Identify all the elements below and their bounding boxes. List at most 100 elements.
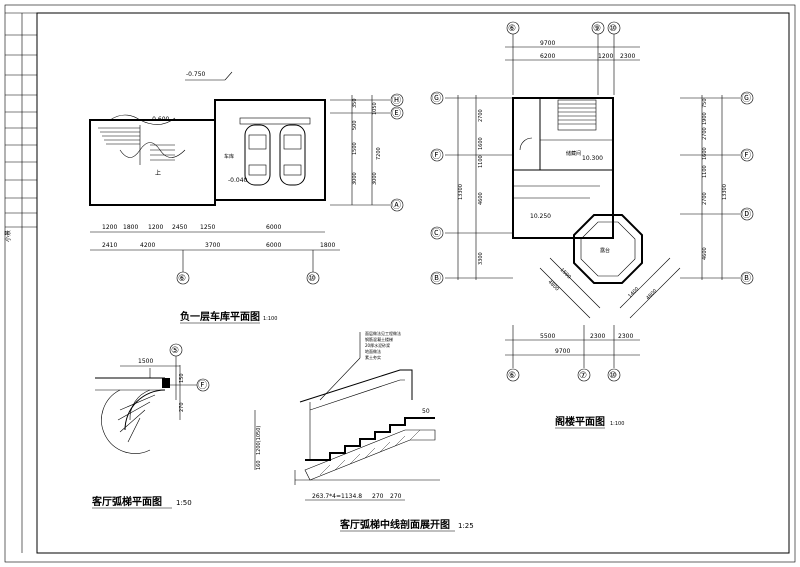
attic-ldim-1: 1600 xyxy=(478,137,484,150)
section-top-dim: 50 xyxy=(422,408,430,415)
garage-rdim-2: 1500 xyxy=(352,142,358,155)
garage-dim-r2-4: 1800 xyxy=(320,242,335,249)
attic-plan-scale: 1:100 xyxy=(610,421,624,427)
attic-ldim-4: 3300 xyxy=(478,252,484,265)
garage-room-label: 车库 xyxy=(224,153,234,160)
attic-axis-left-F: Ⓕ xyxy=(432,150,441,161)
attic-plan: ⑥ ⑨ ⑩ 9700 6200 1200 2300 储藏间 1 xyxy=(430,21,754,429)
attic-top-dim-total: 9700 xyxy=(540,40,555,47)
garage-dim-r1-1: 1800 xyxy=(123,224,138,231)
attic-bot-dim-1: 2300 xyxy=(590,333,605,340)
attic-top-dim-1: 6200 xyxy=(540,53,555,60)
stair-plan-dim-2: 270 xyxy=(179,402,185,412)
attic-room1: 储藏间 xyxy=(566,150,581,157)
attic-ldim-3: 4600 xyxy=(478,192,484,205)
car-left xyxy=(244,124,271,186)
drawing-frame xyxy=(36,12,790,554)
attic-bot-dim-0: 5500 xyxy=(540,333,555,340)
garage-axis-A: Ⓐ xyxy=(392,200,401,211)
section-note-4: 素土夯实 xyxy=(365,354,381,360)
attic-rdim-0: 750 xyxy=(702,98,708,108)
title-block: 小景 xyxy=(4,12,37,553)
garage-axis-10: ⑩ xyxy=(308,274,316,284)
section-dim-0: 263.7*4=1134.8 xyxy=(312,493,362,500)
attic-rdim-total: 13300 xyxy=(722,184,728,200)
stair-axis-5: ⑤ xyxy=(171,346,179,356)
stair-plan: ⑤ 1500 Ⓕ 150 270 客厅弧梯平面图 1:50 xyxy=(91,343,210,509)
attic-axis-top-6: ⑥ xyxy=(508,24,516,34)
stair-section: 面层做法见工程做法 钢筋混凝土楼梯 20厚水泥砂浆 地面做法 素土夯实 26 xyxy=(254,330,474,532)
section-note-2: 20厚水泥砂浆 xyxy=(365,342,390,348)
garage-elev-top: -0.750 xyxy=(186,71,206,78)
attic-rdim-4: 1100 xyxy=(702,165,708,178)
garage-elev-stair: -0.600 xyxy=(150,116,170,123)
attic-diag-dim-1: 1500 xyxy=(559,267,572,280)
attic-axis-top-9: ⑨ xyxy=(593,24,601,34)
attic-axis-right-G: Ⓖ xyxy=(742,93,751,104)
attic-diag-dim-0: 4800 xyxy=(547,279,560,292)
garage-rdim-3: 3000 xyxy=(352,172,358,185)
garage-dim-r1-4: 1250 xyxy=(200,224,215,231)
attic-bot-dim-total: 9700 xyxy=(555,348,570,355)
attic-rdim-6: 4600 xyxy=(702,247,708,260)
attic-elev2: 10.250 xyxy=(530,213,551,220)
attic-stair xyxy=(557,99,597,131)
attic-axis-bot-10: ⑩ xyxy=(609,371,617,381)
attic-diag-dim-2: 4800 xyxy=(645,288,658,301)
garage-plan: 上 车库 -0.750 -0.600 -0.040 1200 1800 1200… xyxy=(89,71,404,324)
attic-rdim-1: 1900 xyxy=(702,112,708,125)
garage-rdim-0: 350 xyxy=(352,98,358,108)
garage-dim-r2-1: 4200 xyxy=(140,242,155,249)
section-note-3: 地面做法 xyxy=(365,348,381,354)
attic-axis-left-B: Ⓑ xyxy=(432,273,441,284)
car-right xyxy=(279,124,306,186)
garage-dim-r1-3: 2450 xyxy=(172,224,187,231)
attic-axis-bot-6: ⑥ xyxy=(508,371,516,381)
attic-axis-left-G: Ⓖ xyxy=(432,93,441,104)
garage-rdim-6: 7200 xyxy=(376,147,382,160)
section-note-0: 面层做法见工程做法 xyxy=(365,330,401,336)
attic-diag-dim-3: 1400 xyxy=(627,286,640,299)
stair-plan-dim-0: 1500 xyxy=(138,358,153,365)
stair-plan-scale: 1:50 xyxy=(176,499,192,507)
section-height-dim-1: 160 xyxy=(256,460,262,470)
garage-dim-r2-3: 6000 xyxy=(266,242,281,249)
attic-ldim-2: 1100 xyxy=(478,155,484,168)
title-block-bottom-label: 小景 xyxy=(4,230,12,242)
garage-dim-r2-0: 2410 xyxy=(102,242,117,249)
garage-axis-6: ⑥ xyxy=(178,274,186,284)
attic-axis-bot-7: ⑦ xyxy=(579,371,587,381)
sheet-border xyxy=(4,4,796,563)
garage-stair: 上 xyxy=(98,114,186,177)
attic-elev1: 10.300 xyxy=(582,155,603,162)
attic-axis-right-B: Ⓑ xyxy=(742,273,751,284)
stair-section-scale: 1:25 xyxy=(458,522,474,530)
attic-top-dim-2: 1200 xyxy=(598,53,613,60)
garage-dim-r2-2: 3700 xyxy=(205,242,220,249)
section-note-1: 钢筋混凝土楼梯 xyxy=(365,336,393,342)
attic-octagon-roof xyxy=(573,214,643,284)
garage-rdim-4: 1050 xyxy=(372,102,378,115)
attic-plan-title: 阁楼平面图 xyxy=(555,415,605,428)
attic-rdim-5: 2700 xyxy=(702,192,708,205)
attic-room2: 露台 xyxy=(600,247,610,254)
garage-rdim-1: 500 xyxy=(352,120,358,130)
attic-axis-right-D: Ⓓ xyxy=(742,209,751,220)
stair-section-title: 客厅弧梯中线剖面展开图 xyxy=(339,518,450,531)
garage-dim-r1-2: 1200 xyxy=(148,224,163,231)
stair-plan-title: 客厅弧梯平面图 xyxy=(91,495,162,508)
garage-axis-E: Ⓔ xyxy=(392,108,401,119)
attic-axis-left-C: Ⓒ xyxy=(432,228,441,239)
attic-top-dim-3: 2300 xyxy=(620,53,635,60)
attic-rdim-2: 2700 xyxy=(702,127,708,140)
garage-elev-room: -0.040 xyxy=(228,177,248,184)
garage-rdim-5: 3000 xyxy=(372,172,378,185)
stair-axis-F: Ⓕ xyxy=(198,380,207,391)
attic-axis-top-10: ⑩ xyxy=(609,24,617,34)
stair-plan-dim-1: 150 xyxy=(179,373,185,383)
section-steps xyxy=(305,417,435,461)
attic-bot-dim-2: 2300 xyxy=(618,333,633,340)
garage-stair-label: 上 xyxy=(155,169,161,177)
garage-dim-r1-5: 6000 xyxy=(266,224,281,231)
